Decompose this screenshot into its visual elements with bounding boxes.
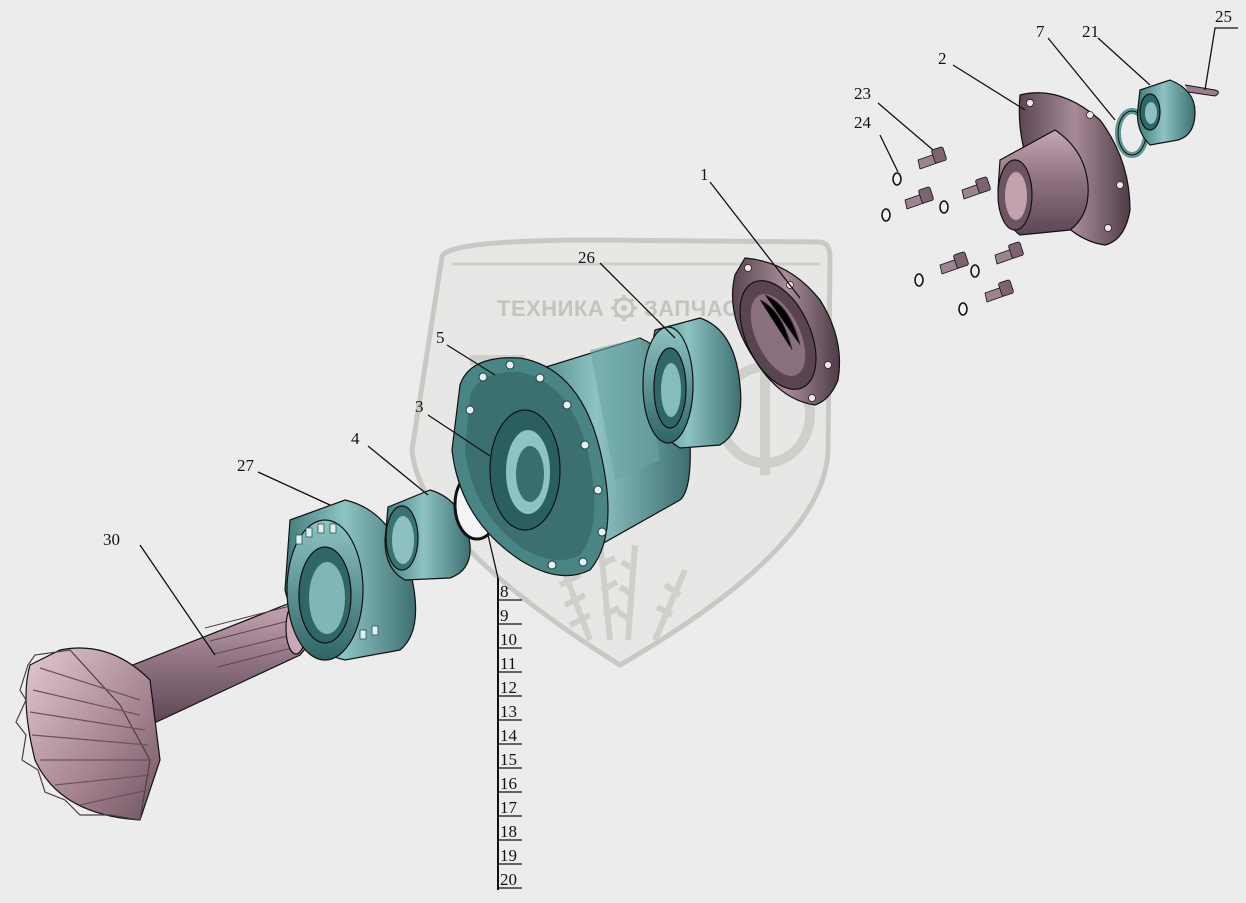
callout-labels: 30 27 4 3 5 26 1 2 7 21 25 23 24 8 9 10 … [103, 7, 1232, 889]
callout-stack-item: 10 [500, 630, 517, 649]
callout-4: 4 [351, 429, 360, 448]
bolt [984, 279, 1014, 303]
callout-2: 2 [938, 49, 947, 68]
leader-4 [367, 445, 429, 496]
callout-stack-item: 12 [500, 678, 517, 697]
callout-stack-item: 14 [500, 726, 518, 745]
castle-nut [1136, 79, 1196, 146]
callout-1: 1 [700, 165, 709, 184]
callout-3: 3 [415, 397, 424, 416]
callout-30: 30 [103, 530, 120, 549]
callout-27: 27 [237, 456, 255, 475]
callout-stack-item: 16 [500, 774, 517, 793]
callout-stack-item: 9 [500, 606, 509, 625]
leader-stack [487, 534, 499, 579]
bolt [939, 251, 969, 275]
gear-icon [611, 295, 637, 321]
callout-stack-item: 8 [500, 582, 509, 601]
ball-bearing-right [642, 317, 742, 449]
spacer-sleeve [384, 489, 471, 581]
watermark-right-text: ЗАПЧАС [644, 296, 739, 321]
tapered-roller-bearing-left [284, 499, 417, 661]
leader-23 [877, 102, 934, 151]
leader-27 [257, 471, 331, 506]
leader-2 [952, 64, 1026, 111]
leader-26 [599, 262, 676, 339]
leader-7 [1047, 37, 1116, 121]
callout-stack-item: 13 [500, 702, 517, 721]
watermark-left-text: ТЕХНИКА [497, 296, 604, 321]
callout-stack-item: 15 [500, 750, 517, 769]
callout-stack-item: 17 [500, 798, 518, 817]
leader-25 [1204, 27, 1238, 91]
leader-lines [139, 27, 1238, 890]
callout-stack-item: 18 [500, 822, 517, 841]
callout-stack-item: 11 [500, 654, 516, 673]
stack-underlines [498, 599, 522, 889]
drive-flange [997, 92, 1131, 246]
leader-24 [879, 134, 899, 173]
callout-23: 23 [854, 84, 871, 103]
callout-stack-item: 19 [500, 846, 517, 865]
callout-stack-item: 20 [500, 870, 517, 889]
bolt [904, 186, 934, 210]
pinion-gear-shaft [15, 601, 313, 821]
leader-5 [446, 344, 496, 376]
callout-7: 7 [1036, 22, 1045, 41]
leader-30 [139, 544, 216, 656]
callout-25: 25 [1215, 7, 1232, 26]
leader-3 [427, 414, 491, 457]
leader-21 [1097, 37, 1151, 86]
callout-21: 21 [1082, 22, 1099, 41]
bolt [994, 241, 1024, 265]
bearing-cover [731, 257, 841, 406]
bolt [917, 146, 947, 170]
leader-1 [709, 181, 801, 299]
washers [881, 172, 980, 316]
stacked-callouts: 8 9 10 11 12 13 14 15 16 17 18 19 20 [500, 582, 518, 889]
callout-26: 26 [578, 248, 595, 267]
cotter-pin [1184, 84, 1219, 97]
bolt [961, 176, 991, 200]
callout-5: 5 [436, 328, 445, 347]
callout-24: 24 [854, 113, 872, 132]
bolt-set [881, 146, 1024, 316]
